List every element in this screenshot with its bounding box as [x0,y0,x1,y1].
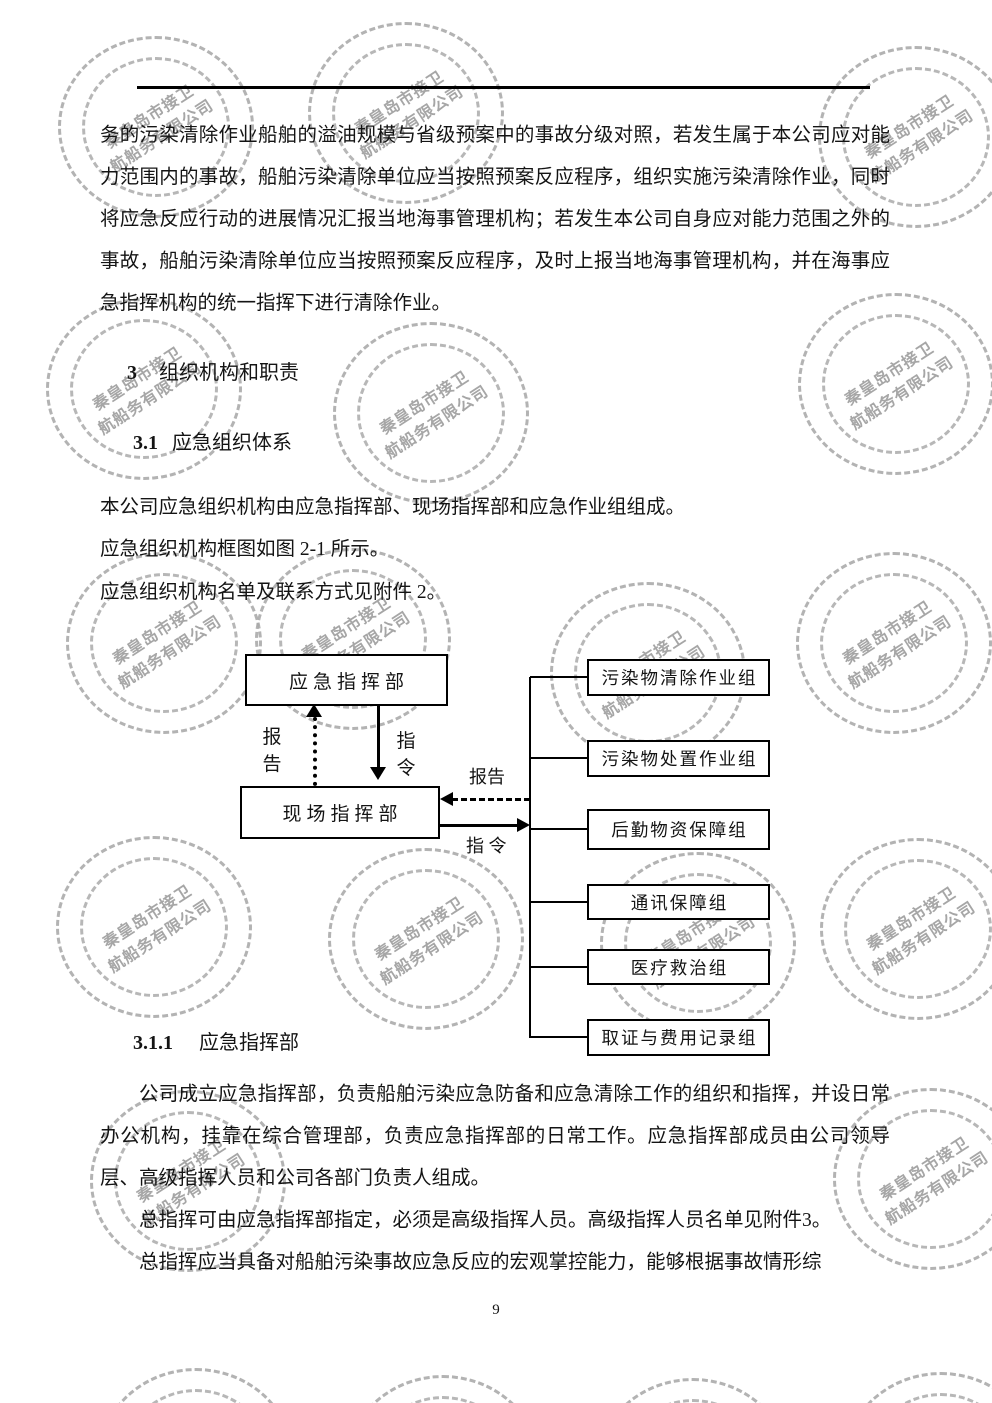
org-box-communication-support-group: 通讯保障组 [587,884,770,920]
stamp-inner-ring [352,869,500,1009]
stamp-inner-ring [624,873,772,1013]
company-watermark-stamp: 秦皇岛市接卫航船务有限公司 [90,1090,286,1272]
stamp-inner-ring [844,859,992,999]
stamp-inner-ring [332,43,480,183]
company-watermark-stamp: 秦皇岛市接卫航船务有限公司 [796,552,992,734]
org-box-medical-rescue-group: 医疗救治组 [587,949,770,985]
label-report-vertical: 报告 [262,727,282,775]
stamp-inner-ring [357,343,505,483]
header-rule [137,86,870,89]
connector-trunk-line [529,677,531,1038]
stamp-outer-ring [58,36,254,218]
body-paragraph-continuation: 务的污染清除作业船舶的溢油规模与省级预案中的事故分级对照，若发生属于本公司应对能… [100,125,890,314]
stamp-inner-ring [820,573,968,713]
section-3-1-1-title: 应急指挥部 [199,1032,299,1054]
stamp-inner-ring [90,573,238,713]
org-box-pollutant-removal-group: 污染物清除作业组 [587,659,770,696]
stamp-outer-ring [308,22,504,204]
connector-stub-4 [530,901,587,903]
arrowhead-down-icon [370,767,386,780]
org-box-site-command: 现场指挥部 [240,786,440,839]
section-3-title: 组织机构和职责 [159,362,299,384]
stamp-inner-ring [70,319,218,459]
connector-stub-5 [530,966,587,968]
connector-stub-2 [530,757,587,759]
arrowhead-left-icon [440,792,453,806]
company-watermark-stamp: 秦皇岛市接卫航船务有限公司 [58,36,254,218]
section-3-1-number: 3.1 [133,432,158,454]
stamp-outer-ring [328,848,524,1030]
body-paragraph-command-3: 总指挥应当具备对船舶污染事故应急反应的宏观掌控能力，能够根据事故情形综 [139,1252,822,1273]
label-order-horizontal: 指 令 [466,836,507,856]
stamp-outer-ring [796,552,992,734]
stamp-inner-ring [279,569,427,709]
page-number: 9 [492,1302,500,1318]
company-watermark-stamp: 秦皇岛市接卫航船务有限公司 [255,548,451,730]
connector-stub-3 [530,828,587,830]
company-watermark-stamp: 秦皇岛市接卫航船务有限公司 [56,836,252,1018]
section-3-number: 3 [127,362,137,384]
stamp-outer-ring [46,298,242,480]
company-watermark-stamp: 秦皇岛市接卫航船务有限公司 [820,838,992,1020]
connector-stub-1 [530,676,587,678]
org-box-logistics-support-group: 后勤物资保障组 [587,809,770,850]
stamp-inner-ring [114,1111,262,1251]
arrowhead-right-icon [517,818,530,832]
org-box-evidence-cost-record-group: 取证与费用记录组 [587,1019,770,1056]
stamp-inner-ring [822,314,970,454]
stamp-inner-ring [842,67,990,207]
stamp-outer-ring [820,838,992,1020]
stamp-inner-ring [857,1109,992,1249]
company-watermark-stamp: 秦皇岛市接卫航船务有限公司 [333,322,529,504]
section-3-1-title: 应急组织体系 [172,432,292,454]
section-3-1-1-number: 3.1.1 [133,1032,173,1054]
company-watermark-stamp: 秦皇岛市接卫航船务有限公司 [833,1088,992,1270]
section-heading-3-1: 3.1 应急组织体系 [133,422,292,464]
body-paragraph-annex-ref: 应急组织机构名单及联系方式见附件 2。 [100,582,447,603]
stamp-outer-ring [818,46,992,228]
org-box-pollutant-disposal-group: 污染物处置作业组 [587,740,770,777]
body-paragraph-figure-ref: 应急组织机构框图如图 2-1 所示。 [100,539,390,560]
stamp-inner-ring [82,57,230,197]
connector-report-left-line [452,798,530,801]
connector-order-down-line [377,706,380,768]
arrowhead-up-icon [306,704,322,717]
stamp-outer-ring [56,836,252,1018]
label-order-vertical: 指令 [396,731,416,779]
body-paragraph-command-2: 总指挥可由应急指挥部指定，必须是高级指挥人员。高级指挥人员名单见附件3。 [139,1210,832,1231]
company-watermark-stamp: 秦皇岛市接卫航船务有限公司 [328,848,524,1030]
connector-order-right-line [440,824,518,827]
section-heading-3: 3 组织机构和职责 [127,352,299,394]
company-watermark-stamp: 秦皇岛市接卫航船务有限公司 [818,46,992,228]
section-heading-3-1-1: 3.1.1 应急指挥部 [133,1022,299,1064]
body-paragraph-org: 本公司应急组织机构由应急指挥部、现场指挥部和应急作业组组成。 [100,497,686,518]
org-box-emergency-command: 应急指挥部 [245,654,448,706]
stamp-outer-ring [833,1088,992,1270]
stamp-outer-ring [333,322,529,504]
company-watermark-stamp: 秦皇岛市接卫航船务有限公司 [46,298,242,480]
label-report-horizontal: 报告 [469,767,505,787]
stamp-outer-ring [90,1090,286,1272]
body-paragraph-command-1: 公司成立应急指挥部，负责船舶污染应急防备和应急清除工作的组织和指挥，并设日常办公… [100,1084,890,1189]
connector-report-up-line [313,717,317,786]
stamp-inner-ring [80,857,228,997]
connector-stub-6 [530,1036,587,1038]
company-watermark-stamp: 秦皇岛市接卫航船务有限公司 [308,22,504,204]
stamp-outer-ring [255,548,451,730]
